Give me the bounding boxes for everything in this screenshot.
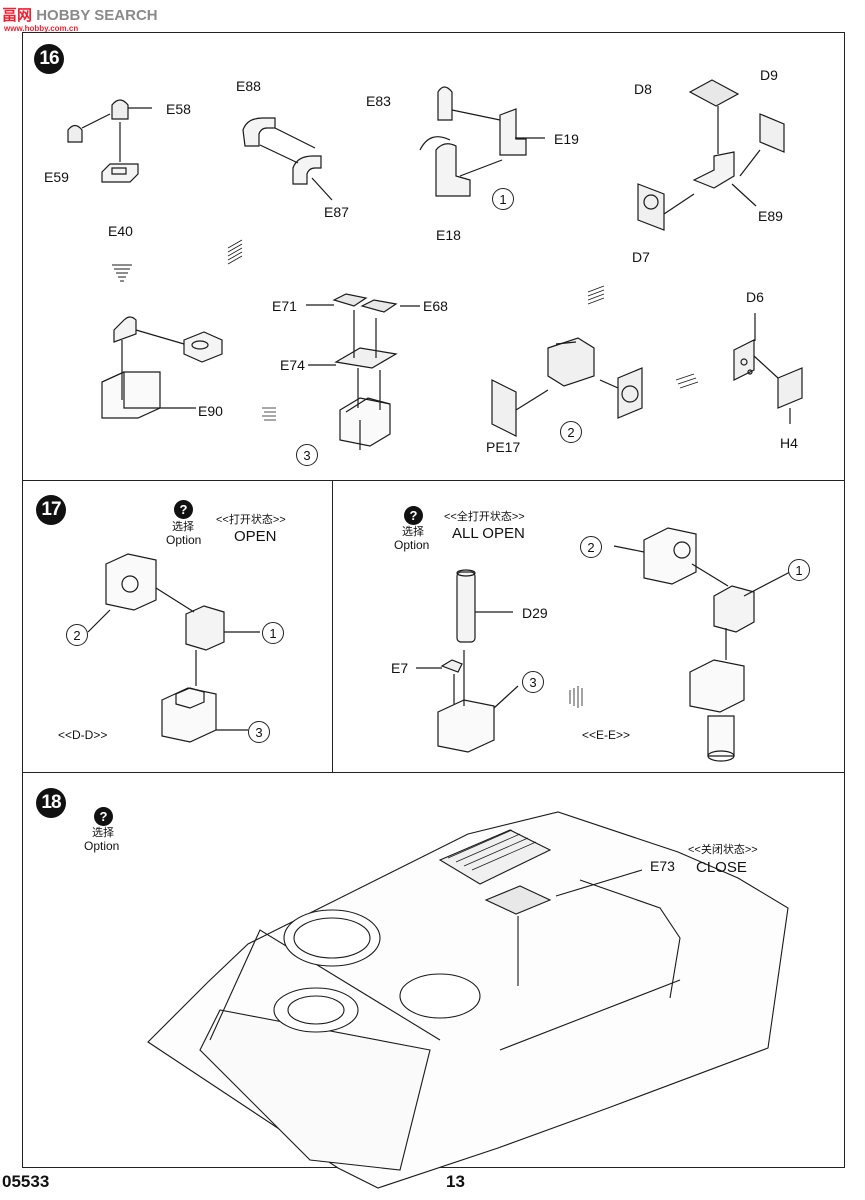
part-e59-art <box>67 113 111 143</box>
watermark-brand: HOBBY SEARCH <box>36 7 158 24</box>
label-h4: H4 <box>780 435 798 451</box>
subassembly-2-marker: 2 <box>560 421 582 443</box>
question-icon: ? <box>174 500 193 519</box>
part-e90-art <box>101 316 223 419</box>
label-e18: E18 <box>436 227 461 243</box>
marker-1: 1 <box>262 622 284 644</box>
label-d7: D7 <box>632 249 650 265</box>
label-e87: E87 <box>324 204 349 220</box>
watermark-cn-1: 畐 <box>2 7 18 24</box>
marker-1: 1 <box>788 559 810 581</box>
view-dd: <<D-D>> <box>58 728 108 742</box>
state-cn: <<打开状态>> <box>216 514 286 526</box>
view-ee: <<E-E>> <box>582 728 631 742</box>
option-en: Option <box>84 839 120 853</box>
label-e19: E19 <box>554 131 579 147</box>
state-en: CLOSE <box>696 859 747 876</box>
step17-right-art <box>416 527 791 762</box>
hatch-arrow-4 <box>675 373 699 389</box>
part-d6-h4-art <box>733 313 803 424</box>
page-number: 13 <box>446 1172 465 1191</box>
watermark-url: www.hobby.com.cn <box>4 24 79 33</box>
marker-2: 2 <box>66 624 88 646</box>
label-e71: E71 <box>272 298 297 314</box>
subassembly-3-marker: 3 <box>296 444 318 466</box>
option-en: Option <box>166 533 202 547</box>
watermark-cn-2: 网 <box>17 7 33 24</box>
label-e89: E89 <box>758 208 783 224</box>
part-pe17-art <box>491 337 643 437</box>
label-e74: E74 <box>280 357 305 373</box>
state-cn: <<全打开状态>> <box>444 511 525 523</box>
step-16-badge: 16 <box>34 44 64 74</box>
part-e88-art <box>242 117 333 201</box>
hatch-arrow-3 <box>587 285 605 305</box>
label-e90: E90 <box>198 403 223 419</box>
part-e58-art <box>111 99 152 120</box>
state-cn: <<关闭状态>> <box>688 844 758 856</box>
label-d8: D8 <box>634 81 652 97</box>
label-d29: D29 <box>522 605 548 621</box>
watermark: 畐网 HOBBY SEARCH <box>2 4 158 25</box>
label-e40: E40 <box>108 223 133 239</box>
question-icon: ? <box>404 506 423 525</box>
marker-2: 2 <box>580 536 602 558</box>
down-arrow-1 <box>112 264 132 282</box>
part-e40-art <box>101 122 139 183</box>
label-e59: E59 <box>44 169 69 185</box>
hatch-arrow-2 <box>262 407 276 421</box>
option-cn: 选择 <box>402 526 424 538</box>
hull-art <box>147 811 789 1189</box>
hatch-arrow-1 <box>227 239 243 265</box>
question-icon: ? <box>94 807 113 826</box>
part-d8-d9-e89-d7-art <box>637 79 785 231</box>
label-e73: E73 <box>650 858 675 874</box>
marker-3: 3 <box>522 671 544 693</box>
step-18-badge: 18 <box>36 788 66 818</box>
label-e88: E88 <box>236 78 261 94</box>
part-e71-e68-e74-art <box>306 293 420 450</box>
option-cn: 选择 <box>172 521 194 533</box>
subassembly-1-marker: 1 <box>492 188 514 210</box>
label-e7: E7 <box>391 660 409 676</box>
step17-left-art <box>87 553 260 743</box>
label-e68: E68 <box>423 298 448 314</box>
part-e83-e19-e18-art <box>419 86 545 197</box>
label-e83: E83 <box>366 93 391 109</box>
label-pe17: PE17 <box>486 439 521 455</box>
state-en: ALL OPEN <box>452 525 525 542</box>
label-d6: D6 <box>746 289 764 305</box>
marker-3: 3 <box>248 721 270 743</box>
label-d9: D9 <box>760 67 778 83</box>
label-e58: E58 <box>166 101 191 117</box>
option-cn: 选择 <box>92 827 114 839</box>
state-en: OPEN <box>234 528 277 545</box>
option-en: Option <box>394 538 430 552</box>
product-code: 05533 <box>2 1172 50 1191</box>
step-17-badge: 17 <box>36 495 66 525</box>
